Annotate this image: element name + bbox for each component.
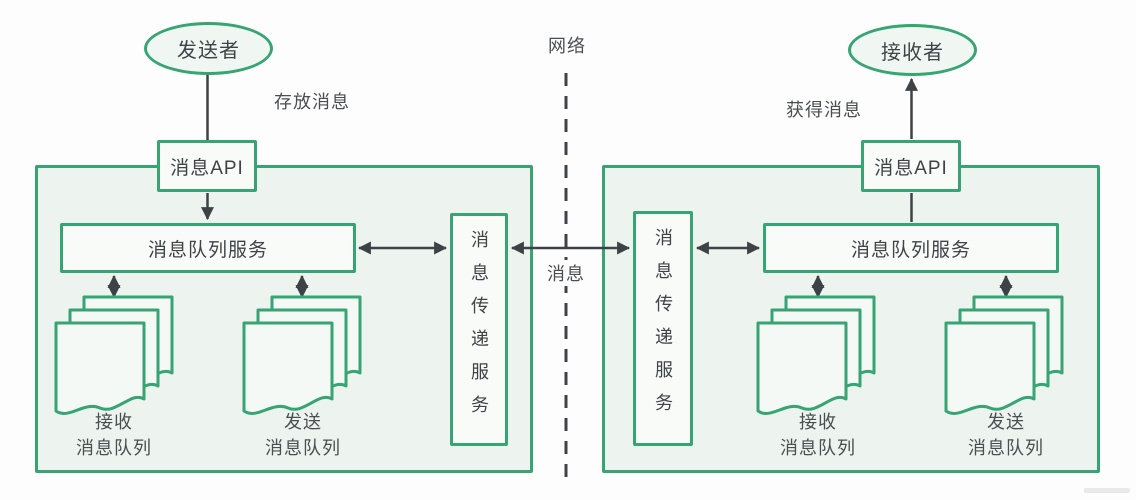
receive-queue-label-line1-right: 接收 [799,412,837,432]
message-delivery-service-node-right: 消息传递服务 [633,211,693,446]
receive-queue-label-line1-left: 接收 [95,412,133,432]
send-queue-label-line2-left: 消息队列 [265,438,341,458]
receiver-actor-node: 接收者 [848,24,977,76]
message-api-node-left: 消息API [157,140,257,192]
send-queue-document-stack-icon-left [242,295,362,415]
send-queue-label-line2-right: 消息队列 [968,438,1044,458]
message-queue-service-node-right: 消息队列服务 [763,223,1059,273]
receiver-actor-label: 接收者 [881,41,944,64]
sender-actor-node: 发送者 [144,22,273,75]
message-delivery-service-label-right: 消息传递服务 [653,228,673,426]
network-label: 网络 [548,36,586,56]
message-delivery-service-node-left: 消息传递服务 [450,213,508,446]
send-queue-label-line1-left: 发送 [284,412,322,432]
receive-queue-document-stack-icon-left [54,295,174,415]
send-queue-label-line1-right: 发送 [987,412,1025,432]
message-delivery-service-label-left: 消息传递服务 [469,230,489,428]
message-queue-service-node-left: 消息队列服务 [60,223,356,273]
sender-actor-label: 发送者 [177,40,240,62]
send-queue-document-stack-icon-right [944,295,1064,415]
receive-queue-label-line2-right: 消息队列 [780,438,856,458]
watermark [1084,488,1130,493]
store-message-label: 存放消息 [274,92,350,112]
message-flow-label: 消息 [544,260,588,286]
get-message-label: 获得消息 [786,100,862,120]
message-api-node-right: 消息API [861,140,961,192]
receive-queue-label-line2-left: 消息队列 [76,438,152,458]
receive-queue-document-stack-icon-right [756,295,876,415]
